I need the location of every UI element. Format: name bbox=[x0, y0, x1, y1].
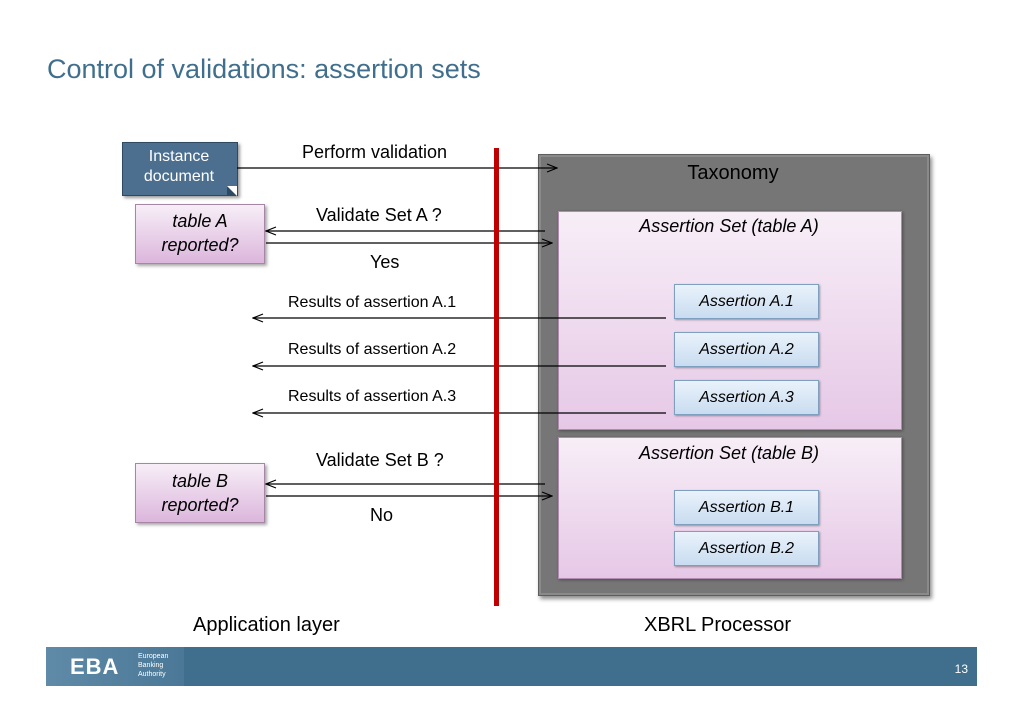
results-a1-label: Results of assertion A.1 bbox=[288, 294, 457, 311]
assertion-a3-box: Assertion A.3 bbox=[674, 380, 819, 415]
validate-set-a-label: Validate Set A ? bbox=[316, 205, 442, 225]
page-number: 13 bbox=[954, 662, 968, 676]
assertion-b2-box: Assertion B.2 bbox=[674, 531, 819, 566]
eba-logo-text: EBA bbox=[70, 654, 120, 679]
assertion-set-a-label: Assertion Set (table A) bbox=[639, 216, 819, 236]
slide-title: Control of validations: assertion sets bbox=[47, 54, 481, 84]
document-fold-corner bbox=[227, 186, 237, 196]
instance-document-label: Instance document bbox=[143, 148, 215, 185]
footer-bar bbox=[46, 647, 977, 686]
eba-logo bbox=[46, 647, 184, 686]
assertion-set-b-label: Assertion Set (table B) bbox=[638, 443, 820, 463]
instance-document-shape bbox=[122, 142, 238, 196]
xbrl-processor-label: XBRL Processor bbox=[644, 614, 792, 636]
table-b-query-box bbox=[135, 463, 265, 523]
table-a-query-box bbox=[135, 204, 265, 264]
eba-logo-subtitle: European Banking Authority bbox=[138, 652, 168, 679]
layer-divider bbox=[494, 148, 499, 606]
answer-no-label: No bbox=[370, 505, 394, 525]
assertion-b1-box: Assertion B.1 bbox=[674, 490, 819, 525]
logo-subtitle-line: Authority bbox=[138, 671, 166, 678]
logo-subtitle-line: Banking bbox=[138, 662, 164, 669]
validate-set-b-label: Validate Set B ? bbox=[316, 450, 444, 470]
results-a2-label: Results of assertion A.2 bbox=[288, 341, 457, 358]
table-b-query-label: table B reported? bbox=[161, 471, 239, 515]
answer-yes-label: Yes bbox=[370, 252, 400, 272]
assertion-a2-box: Assertion A.2 bbox=[674, 332, 819, 367]
logo-subtitle-line: European bbox=[138, 653, 169, 660]
taxonomy-label: Taxonomy bbox=[687, 162, 779, 184]
results-a3-label: Results of assertion A.3 bbox=[288, 388, 457, 405]
perform-validation-label: Perform validation bbox=[302, 142, 448, 162]
table-a-query-label: table A reported? bbox=[161, 211, 239, 255]
assertion-a1-box: Assertion A.1 bbox=[674, 284, 819, 319]
application-layer-label: Application layer bbox=[193, 614, 340, 636]
